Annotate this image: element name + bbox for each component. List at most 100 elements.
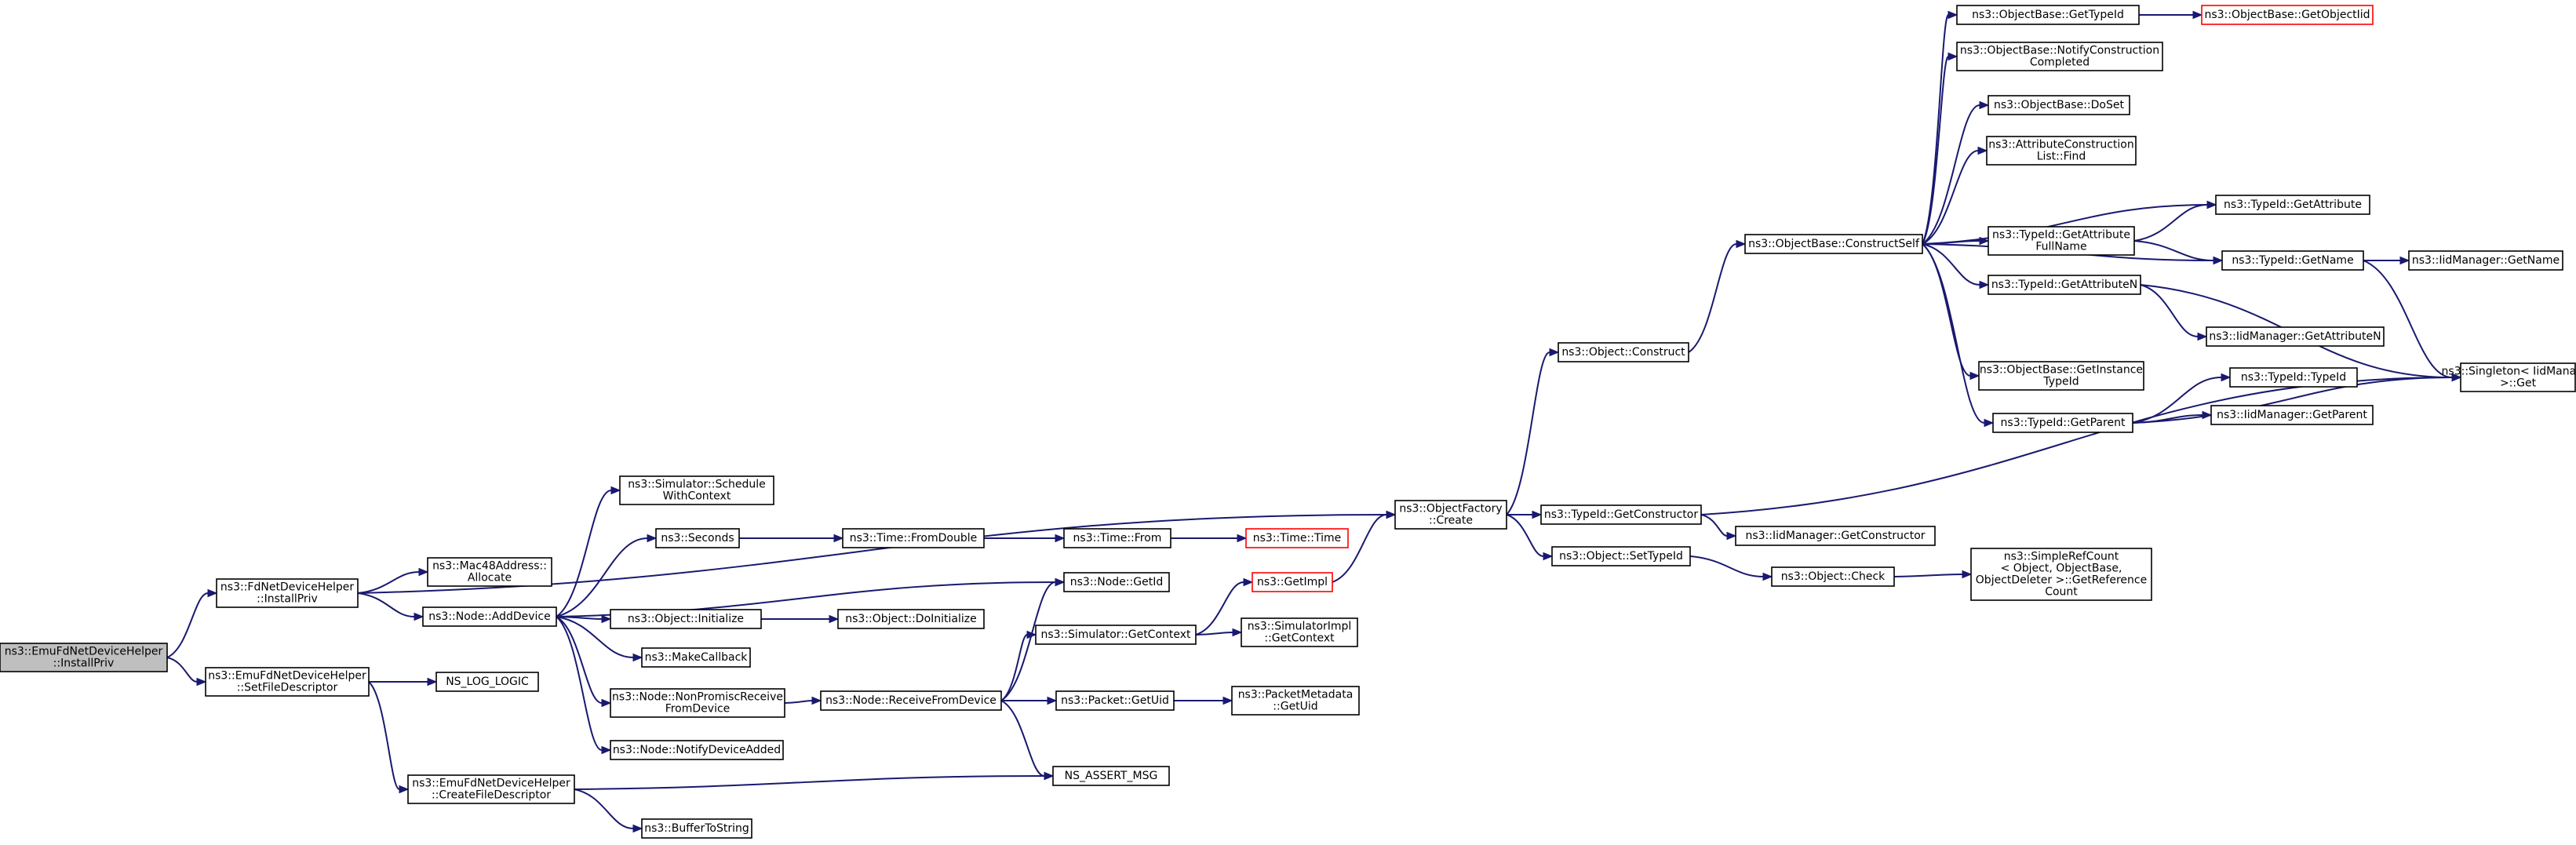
arrowhead — [1243, 577, 1254, 587]
node-gettypeid[interactable]: ns3::ObjectBase::GetTypeId — [1956, 5, 2140, 25]
node-label: ns3::MakeCallback — [645, 651, 749, 664]
node-timefrom[interactable]: ns3::Time::From — [1063, 528, 1171, 548]
arrowhead — [1979, 280, 1990, 290]
arrowhead — [833, 534, 844, 543]
edge-objfactory-to-obj-construct — [1506, 351, 1550, 515]
node-mac48[interactable]: ns3::Mac48Address::Allocate — [427, 557, 552, 587]
node-doinit[interactable]: ns3::Object::DoInitialize — [837, 609, 985, 629]
node-notifydev[interactable]: ns3::Node::NotifyDeviceAdded — [610, 740, 784, 760]
node-getobjectiid[interactable]: ns3::ObjectBase::GetObjectIid — [2201, 5, 2374, 25]
arrowhead — [2221, 373, 2232, 382]
node-iid-getattrN[interactable]: ns3::IidManager::GetAttributeN — [2206, 326, 2385, 347]
node-assertmsg[interactable]: NS_ASSERT_MSG — [1052, 766, 1170, 786]
arrowhead — [1969, 371, 1980, 381]
node-emu-setfd[interactable]: ns3::EmuFdNetDeviceHelper::SetFileDescri… — [205, 667, 370, 697]
node-adddevice[interactable]: ns3::Node::AddDevice — [422, 606, 557, 627]
node-label: ::GetContext — [1264, 632, 1335, 645]
node-label: ns3::IidManager::GetParent — [2217, 409, 2367, 421]
node-box — [216, 578, 359, 608]
node-label: ObjectDeleter >::GetReference — [1976, 574, 2147, 587]
node-getattribute[interactable]: ns3::TypeId::GetAttribute — [2215, 195, 2370, 215]
edge-getparent-to-typeid-typeid — [2132, 377, 2222, 424]
node-objfactory[interactable]: ns3::ObjectFactory::Create — [1394, 500, 1507, 530]
node-doset[interactable]: ns3::ObjectBase::DoSet — [1988, 95, 2130, 115]
node-fd-install[interactable]: ns3::FdNetDeviceHelper::InstallPriv — [216, 578, 359, 608]
node-label: ns3::Time::FromDouble — [850, 532, 978, 545]
node-obj-construct[interactable]: ns3::Object::Construct — [1558, 342, 1689, 362]
node-label: ns3::Object::Check — [1781, 570, 1886, 583]
node-label: ns3::ObjectBase::NotifyConstruction — [1960, 45, 2159, 57]
node-ns-log[interactable]: NS_LOG_LOGIC — [435, 672, 539, 692]
node-simplerefcount[interactable]: ns3::SimpleRefCount< Object, ObjectBase,… — [1970, 548, 2152, 601]
node-emu-install[interactable]: ns3::EmuFdNetDeviceHelper::InstallPriv — [0, 643, 168, 672]
node-iid-getname[interactable]: ns3::IidManager::GetName — [2408, 250, 2563, 271]
arrowhead — [2197, 332, 2208, 341]
edge-getimpl-to-objfactory — [1332, 514, 1387, 583]
node-box — [1558, 342, 1689, 362]
node-objcheck[interactable]: ns3::Object::Check — [1771, 566, 1895, 587]
edge-constructself-to-getinstance — [1922, 243, 1971, 377]
node-label: ns3::Packet::GetUid — [1061, 694, 1169, 707]
node-emu-createfd[interactable]: ns3::EmuFdNetDeviceHelper::CreateFileDes… — [407, 774, 575, 804]
arrowhead — [1947, 52, 1958, 61]
node-box — [1978, 361, 2144, 391]
node-box — [1992, 413, 2133, 433]
node-getname[interactable]: ns3::TypeId::GetName — [2221, 250, 2364, 271]
node-notifyconstr[interactable]: ns3::ObjectBase::NotifyConstructionCompl… — [1956, 42, 2163, 71]
node-label: ::CreateFileDescriptor — [432, 789, 551, 802]
node-box — [2206, 326, 2385, 347]
node-label: ns3::ObjectFactory — [1399, 503, 1502, 515]
node-getattrN[interactable]: ns3::TypeId::GetAttributeN — [1988, 275, 2141, 295]
node-label: ns3::BufferToString — [644, 822, 749, 835]
node-obj-init[interactable]: ns3::Object::Initialize — [610, 609, 762, 629]
node-label: NS_ASSERT_MSG — [1065, 770, 1158, 782]
node-box — [1956, 42, 2163, 71]
node-label: ns3::Time::Time — [1253, 532, 1341, 545]
node-singleton[interactable]: ns3::Singleton< IidManager>::Get — [2442, 362, 2576, 392]
node-constructself[interactable]: ns3::ObjectBase::ConstructSelf — [1744, 234, 1923, 254]
node-makecb[interactable]: ns3::MakeCallback — [641, 647, 751, 668]
arrowhead — [1055, 534, 1066, 543]
node-label: ns3::ObjectBase::GetInstance — [1980, 364, 2143, 377]
arrowhead — [1979, 100, 1990, 110]
arrowhead — [2451, 373, 2462, 382]
node-getcontext[interactable]: ns3::Simulator::GetContext — [1035, 625, 1197, 645]
node-getimpl[interactable]: ns3::GetImpl — [1252, 572, 1333, 592]
node-box — [1771, 566, 1895, 587]
node-iid-getctor[interactable]: ns3::IidManager::GetConstructor — [1735, 526, 1936, 546]
node-timetime[interactable]: ns3::Time::Time — [1245, 528, 1349, 548]
node-getctor[interactable]: ns3::TypeId::GetConstructor — [1540, 504, 1702, 525]
arrowhead — [1055, 577, 1066, 587]
edge-constructself-to-doset — [1922, 104, 1980, 245]
node-box — [1055, 690, 1175, 711]
node-getid[interactable]: ns3::Node::GetId — [1063, 572, 1170, 592]
node-label: ns3::ObjectBase::GetTypeId — [1972, 9, 2124, 21]
node-label: ns3::Node::GetId — [1070, 576, 1163, 588]
node-getparent[interactable]: ns3::TypeId::GetParent — [1992, 413, 2133, 433]
arrowhead — [1222, 696, 1233, 705]
node-simimpl-ctx[interactable]: ns3::SimulatorImpl::GetContext — [1241, 617, 1358, 647]
node-box — [1231, 686, 1360, 716]
arrowhead — [1237, 534, 1248, 543]
node-buftostr[interactable]: ns3::BufferToString — [641, 818, 752, 839]
node-label: ns3::Node::AddDevice — [428, 610, 550, 623]
node-fromdouble[interactable]: ns3::Time::FromDouble — [842, 528, 985, 548]
node-label: ns3::Mac48Address:: — [432, 560, 547, 573]
arrowhead — [1026, 630, 1037, 639]
node-settypeid[interactable]: ns3::Object::SetTypeId — [1551, 546, 1691, 566]
node-typeid-typeid[interactable]: ns3::TypeId::TypeId — [2229, 367, 2358, 388]
edge-fd-install-to-mac48 — [357, 571, 420, 594]
node-pktmeta-uid[interactable]: ns3::PacketMetadata::GetUid — [1231, 686, 1360, 716]
node-recvfromdev[interactable]: ns3::Node::ReceiveFromDevice — [820, 690, 1002, 711]
node-box — [641, 818, 752, 839]
node-label: ns3::Node::ReceiveFromDevice — [825, 694, 997, 707]
node-getuid[interactable]: ns3::Packet::GetUid — [1055, 690, 1175, 711]
node-label: ns3::IidManager::GetAttributeN — [2209, 330, 2381, 343]
node-seconds[interactable]: ns3::Seconds — [655, 528, 740, 548]
node-iid-getparent[interactable]: ns3::IidManager::GetParent — [2210, 405, 2374, 425]
